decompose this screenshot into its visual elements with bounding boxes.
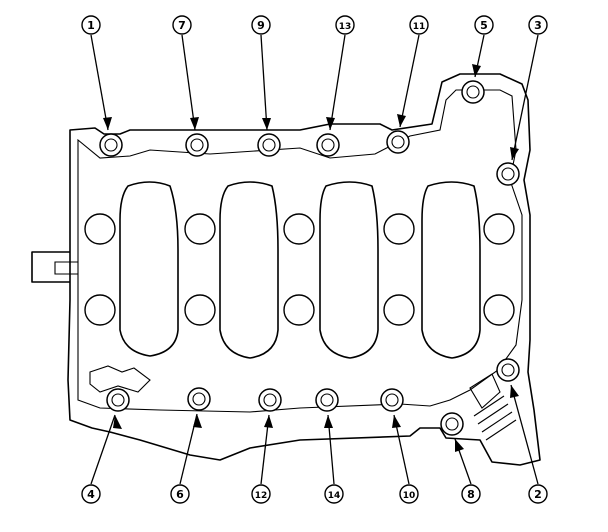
callout-2: 2	[528, 484, 548, 504]
bolt-8	[440, 412, 464, 436]
bore-cutout-1	[119, 181, 179, 357]
block-outer-edge	[67, 73, 541, 466]
callout-14: 14	[324, 484, 344, 504]
lower-left-pocket	[89, 365, 151, 393]
callout-2-label: 2	[534, 488, 542, 501]
bolt-6	[187, 387, 211, 411]
callout-12-label: 12	[255, 491, 268, 501]
bolt-4	[106, 388, 130, 412]
journal-hole	[84, 213, 116, 245]
lower-right-ribs	[469, 373, 517, 441]
leader-3	[511, 34, 539, 161]
journal-hole	[184, 213, 216, 245]
journal-hole	[283, 213, 315, 245]
bolt-9	[257, 133, 281, 157]
callout-1: 1	[81, 15, 101, 35]
callout-7-label: 7	[178, 19, 186, 32]
journal-hole	[84, 294, 116, 326]
callout-6-label: 6	[176, 488, 184, 501]
bolt-14	[315, 388, 339, 412]
callout-13-label: 13	[339, 22, 352, 32]
block-inner-edge	[77, 89, 523, 413]
leader-9	[260, 34, 268, 131]
bolt-11	[386, 130, 410, 154]
callout-11: 11	[409, 15, 429, 35]
callout-4-label: 4	[87, 488, 95, 501]
bolt-10	[380, 388, 404, 412]
callouts: 1 7 9 13 11 5 3 4	[81, 15, 548, 504]
callout-12: 12	[251, 484, 271, 504]
leader-lines	[90, 34, 539, 485]
leader-13	[329, 34, 346, 131]
callout-10: 10	[399, 484, 419, 504]
callout-11-label: 11	[413, 22, 426, 32]
bolt-7	[185, 133, 209, 157]
bore-cutout-3	[319, 181, 379, 359]
bolt-2	[496, 358, 520, 382]
journal-hole	[283, 294, 315, 326]
callout-4: 4	[81, 484, 101, 504]
left-stub	[31, 251, 70, 283]
bolt-13	[316, 133, 340, 157]
journal-hole	[483, 213, 515, 245]
callout-5-label: 5	[480, 19, 488, 32]
callout-14-label: 14	[328, 491, 341, 501]
leader-2	[510, 384, 539, 485]
callout-9: 9	[251, 15, 271, 35]
journal-hole	[184, 294, 216, 326]
leader-7	[181, 34, 196, 131]
journal-hole	[483, 294, 515, 326]
bore-cutout-2	[219, 181, 279, 359]
leader-4	[90, 414, 116, 485]
journal-hole	[383, 213, 415, 245]
callout-3: 3	[528, 15, 548, 35]
journal-holes	[84, 213, 515, 326]
bolt-3	[496, 162, 520, 186]
bolts	[99, 80, 520, 436]
bolt-1	[99, 133, 123, 157]
bore-cutout-4	[421, 181, 481, 359]
callout-5: 5	[474, 15, 494, 35]
leader-1	[90, 34, 109, 131]
bolt-5	[461, 80, 485, 104]
callout-6: 6	[170, 484, 190, 504]
callout-3-label: 3	[534, 19, 542, 32]
callout-10-label: 10	[403, 491, 416, 501]
callout-8-label: 8	[467, 488, 475, 501]
callout-8: 8	[461, 484, 481, 504]
bore-cutouts	[119, 181, 481, 359]
leader-11	[399, 34, 420, 128]
callout-9-label: 9	[257, 19, 265, 32]
callout-7: 7	[172, 15, 192, 35]
block-outline	[31, 73, 541, 466]
callout-13: 13	[335, 15, 355, 35]
left-stub-inner	[54, 261, 78, 275]
callout-1-label: 1	[87, 19, 95, 32]
journal-hole	[383, 294, 415, 326]
bolt-12	[258, 388, 282, 412]
